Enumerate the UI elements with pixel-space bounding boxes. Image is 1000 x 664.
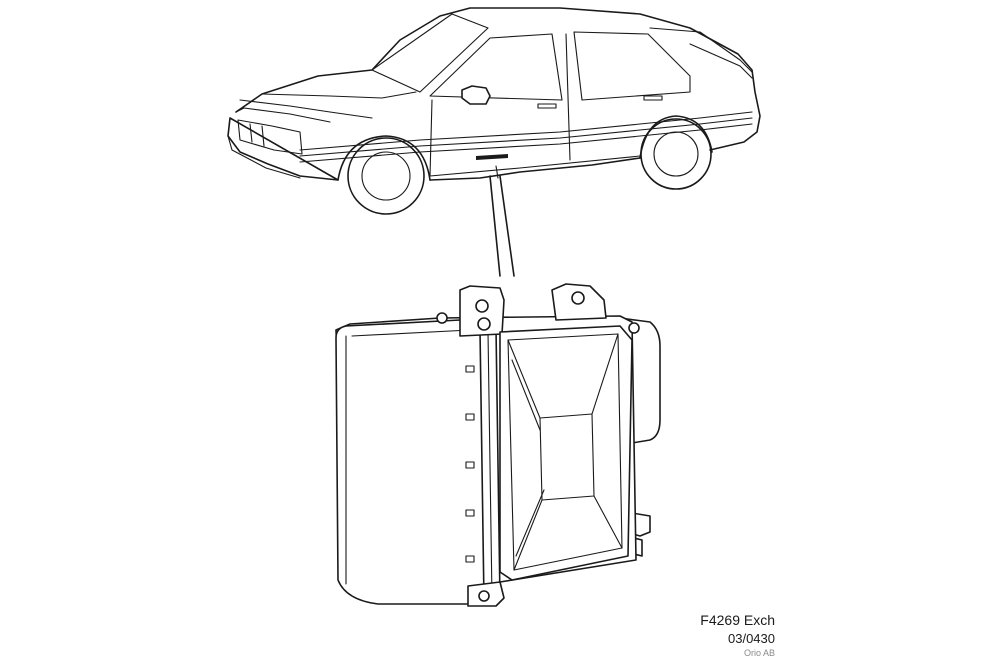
copyright-owner: Orio AB <box>743 648 775 658</box>
control-module <box>335 283 661 607</box>
car-illustration <box>227 7 761 215</box>
figure-reference-date: 03/0430 <box>728 631 775 646</box>
leader-lines <box>489 175 515 277</box>
figure-reference-code: F4269 Exch <box>700 612 775 628</box>
